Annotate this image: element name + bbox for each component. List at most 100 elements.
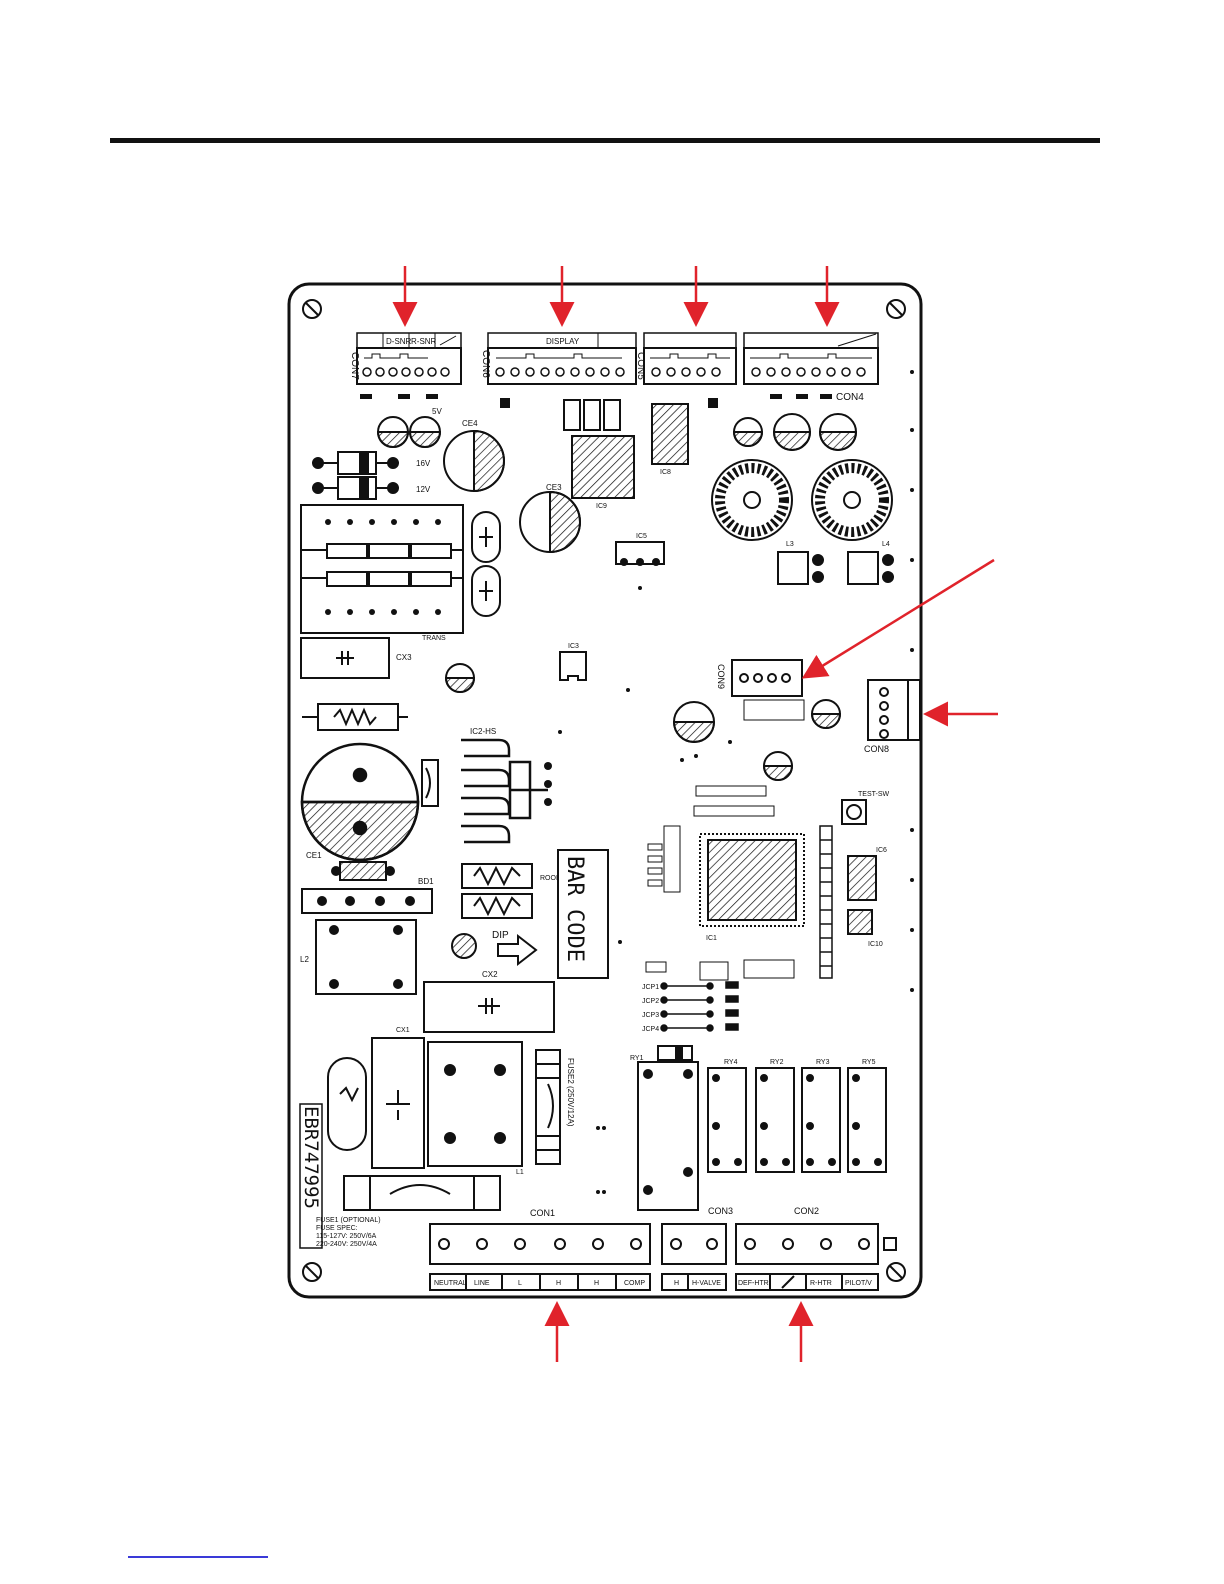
barcode-box [557,849,609,979]
jumper-label: JCP1 [642,984,659,991]
con5-label: CON5 [635,352,646,380]
pin-header [819,825,833,979]
connector-con7 [356,332,462,385]
connector-con6 [487,332,637,385]
transformer [300,504,464,634]
bridge-bd1 [301,888,433,914]
con6-pin-label: DISPLAY [546,337,580,346]
chip-ic3 [559,651,587,681]
vias [558,370,914,1194]
ic9-label: IC9 [596,503,607,510]
cap-cx1 [371,1037,425,1169]
smd-row-top [360,394,832,408]
chip-ic8 [651,403,689,465]
roop-label: ROOP [540,875,561,882]
ce1-label: CE1 [306,851,322,860]
mounting-holes [302,299,906,1282]
resistor-r2 [331,861,395,881]
jumper-label: JCP4 [642,1026,659,1033]
ry1-label: RY1 [630,1055,644,1062]
ry4-label: RY4 [724,1059,738,1066]
ry3-label: RY3 [816,1059,830,1066]
inductor-l2 [315,919,417,995]
l2-label: L2 [300,955,309,964]
fuse1 [343,1175,501,1211]
resistors-roop [461,863,533,919]
chip-ic9 [563,399,635,499]
con9-label: CON9 [716,664,726,689]
ce3-label: CE3 [546,483,562,492]
barcode-label: BAR CODE [562,856,587,962]
resistor-r3 [302,703,408,731]
fuse-small [421,759,439,807]
test-switch-label: TEST-SW [858,791,890,798]
fuse1-spec-line: 220-240V: 250V/4A [316,1241,377,1248]
con6-label: CON6 [480,350,491,378]
cx2-label: CX2 [482,970,498,979]
fuse2 [535,1049,561,1165]
jumper-label: JCP2 [642,998,659,1005]
con2-label: CON2 [794,1206,819,1216]
con7-label: CON7 [349,352,360,380]
l4-label: L4 [882,541,890,548]
footer-link-rule [128,1556,268,1558]
dip-label: DIP [492,930,509,941]
diodes-upper-left [312,451,399,500]
connector-con3 [661,1223,727,1291]
con1-label: CON1 [530,1208,555,1218]
connector-con9 [731,659,803,697]
fuse2-label: FUSE2 (250V/12A) [566,1058,575,1127]
jumpers [660,981,739,1032]
chip-ic6 [847,855,877,935]
con1-pin-label: H [594,1280,599,1287]
capacitors-upper-left [376,416,581,554]
con1-pin-label: LINE [474,1280,490,1287]
cx1-label: CX1 [396,1027,410,1034]
fuse1-spec-line: FUSE1 (OPTIONAL) [316,1217,381,1224]
chip-ic5 [615,541,665,566]
con8-label: CON8 [864,744,889,754]
ic8-label: IC8 [660,469,671,476]
ic3-label: IC3 [568,643,579,650]
con1-pin-label: NEUTRAL [434,1280,467,1287]
inductors-l3-l4 [777,551,894,585]
bd1-label: BD1 [418,877,434,886]
ry2-label: RY2 [770,1059,784,1066]
con7-pin-label: R-SNR [411,337,437,346]
cap-cx2 [423,981,555,1033]
heatsink-ic2 [461,738,548,844]
con4-label: CON4 [836,392,864,403]
test-switch [841,799,867,825]
rotary-switches [711,459,893,541]
part-number-box [299,1103,323,1249]
con3-pin-label: H [674,1280,679,1287]
inductor-l1 [427,1041,523,1167]
connector-con2 [735,1223,897,1291]
l1-label: L1 [516,1169,524,1176]
capacitors-upper-right [732,413,858,451]
fuse1-spec-line: 115-127V: 250V/6A [316,1233,377,1240]
ic6-label: IC6 [876,847,887,854]
voltage-5v-label: 5V [432,407,442,416]
jumper-label: JCP3 [642,1012,659,1019]
smd-field [645,699,805,981]
con3-pin-label: H-VALVE [692,1280,721,1287]
relays [637,1045,887,1211]
ce4-label: CE4 [462,419,478,428]
dip-arrow [451,933,538,967]
ic2-hs-label: IC2-HS [470,727,496,736]
con2-pin-label: PILOT/V [845,1280,872,1287]
l3-label: L3 [786,541,794,548]
connector-con8 [867,679,921,741]
cap-ce1 [300,742,420,862]
ic1-label: IC1 [706,935,717,942]
con1-pin-label: L [518,1280,522,1287]
fuse1-spec-line: FUSE SPEC: [316,1225,358,1232]
con2-pin-label: DEF-HTR [738,1280,769,1287]
ic5-label: IC5 [636,533,647,540]
connector-con5 [643,332,737,385]
ic10-label: IC10 [868,941,883,948]
con2-pin-label: R-HTR [810,1280,832,1287]
callout-arrows [392,266,998,1362]
